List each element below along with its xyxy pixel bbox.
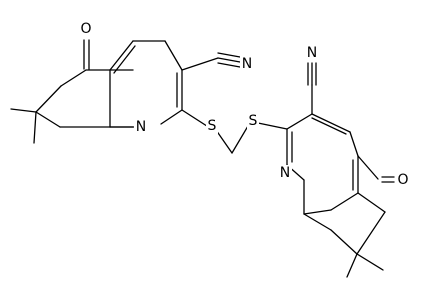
bond (311, 117, 347, 135)
bond (217, 57, 241, 63)
bond (346, 253, 358, 278)
left-unit (10, 39, 241, 144)
label-bg (134, 119, 148, 136)
label-bg (396, 171, 410, 188)
sulfur-label-left: S (208, 118, 217, 134)
bond (164, 40, 183, 71)
bond (109, 40, 134, 71)
right-unit (257, 62, 395, 278)
methylene-bridge (215, 125, 249, 154)
label-bg (206, 118, 218, 135)
bond (217, 62, 241, 68)
bond (357, 155, 379, 180)
bond (60, 69, 87, 87)
atom-labels: O N N S S N N O (80, 20, 410, 188)
bond (160, 109, 183, 125)
bond (311, 113, 351, 133)
bond (35, 111, 61, 128)
nitrile-nitrogen-label-right: N (307, 45, 317, 61)
bond (303, 213, 332, 231)
bond (349, 131, 359, 157)
bond (181, 109, 211, 129)
bond (33, 111, 37, 144)
bond (257, 122, 288, 130)
label-bg (305, 45, 319, 62)
ring-nitrogen-label-left: N (136, 119, 146, 135)
bond (356, 253, 384, 271)
label-bg (80, 20, 93, 37)
bond (286, 113, 313, 130)
bond (215, 129, 233, 154)
bond (231, 125, 249, 154)
bond (35, 85, 62, 113)
bond (217, 52, 241, 58)
label-bg (247, 113, 259, 130)
oxygen-label-left: O (80, 21, 91, 37)
bond (357, 192, 386, 213)
label-bg (278, 165, 292, 182)
bond (330, 192, 359, 211)
label-bg (240, 56, 254, 73)
bond (356, 211, 386, 255)
bond (113, 45, 136, 74)
bond (10, 108, 37, 113)
bond (181, 57, 219, 71)
sulfur-label-right: S (249, 113, 258, 129)
bond (330, 229, 358, 255)
ring-nitrogen-label-right: N (280, 165, 290, 181)
nitrile-nitrogen-label-left: N (242, 56, 252, 72)
oxygen-label-right: O (397, 172, 408, 188)
bond (303, 209, 332, 215)
